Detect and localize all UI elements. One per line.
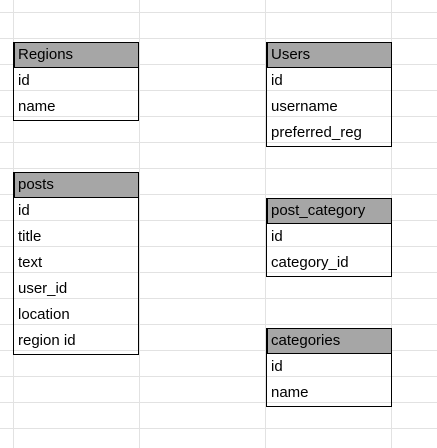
- posts-table: posts id title text user_id location reg…: [13, 172, 139, 355]
- categories-table: categories id name: [266, 328, 392, 407]
- categories-table-header[interactable]: categories: [266, 328, 392, 354]
- users-table: Users id username preferred_reg: [266, 42, 392, 147]
- table-field[interactable]: location: [18, 306, 70, 323]
- users-table-body: id username preferred_reg: [266, 68, 392, 147]
- table-field[interactable]: id: [271, 358, 283, 375]
- users-table-header[interactable]: Users: [266, 42, 392, 68]
- table-field[interactable]: name: [18, 98, 56, 115]
- regions-table-header[interactable]: Regions: [13, 42, 139, 68]
- table-field[interactable]: region id: [18, 332, 76, 349]
- table-field[interactable]: text: [18, 254, 43, 271]
- regions-table-body: id name: [13, 68, 139, 121]
- regions-table: Regions id name: [13, 42, 139, 121]
- table-field[interactable]: name: [271, 384, 309, 401]
- table-field[interactable]: username: [271, 98, 338, 115]
- post-category-table-body: id category_id: [266, 224, 392, 277]
- post-category-table: post_category id category_id: [266, 198, 392, 277]
- table-field[interactable]: id: [18, 72, 30, 89]
- posts-table-body: id title text user_id location region id: [13, 198, 139, 355]
- table-field[interactable]: category_id: [271, 254, 349, 271]
- post-category-table-header[interactable]: post_category: [266, 198, 392, 224]
- table-field[interactable]: title: [18, 228, 42, 245]
- categories-table-body: id name: [266, 354, 392, 407]
- table-field[interactable]: id: [18, 202, 30, 219]
- table-field[interactable]: id: [271, 228, 283, 245]
- posts-table-header[interactable]: posts: [13, 172, 139, 198]
- table-field[interactable]: id: [271, 72, 283, 89]
- table-field[interactable]: user_id: [18, 280, 68, 297]
- table-field[interactable]: preferred_reg: [271, 124, 362, 141]
